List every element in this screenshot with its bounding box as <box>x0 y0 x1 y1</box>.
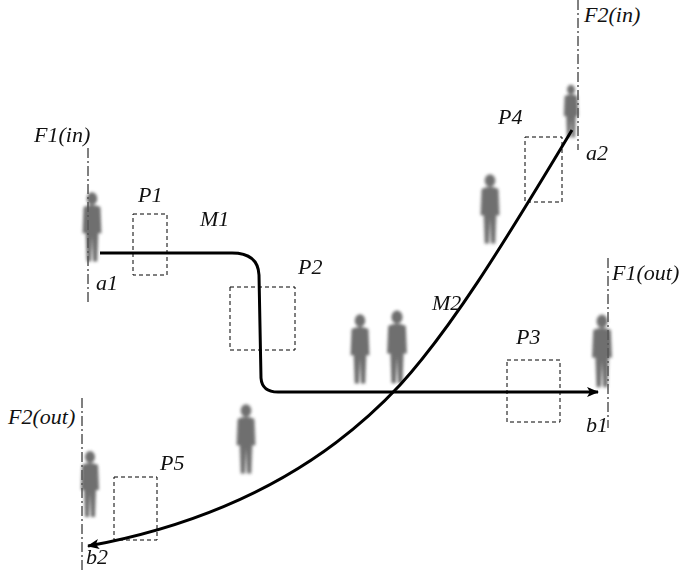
frame-label: F1(out) <box>612 262 679 284</box>
frame-label: F2(out) <box>8 406 75 428</box>
patch-box <box>525 137 562 202</box>
trajectory-label: M2 <box>432 292 461 314</box>
patch-label: P5 <box>160 452 184 474</box>
pedestrian <box>237 404 256 473</box>
point-label: b2 <box>86 546 108 568</box>
pedestrian <box>387 311 407 384</box>
pedestrian <box>351 314 370 383</box>
pedestrian <box>481 174 500 243</box>
point-label: a2 <box>586 142 608 164</box>
point-label: b1 <box>586 414 608 436</box>
patch-box <box>230 287 295 350</box>
frame-label: F1(in) <box>34 124 90 146</box>
point-label: a1 <box>96 272 118 294</box>
trajectory <box>100 253 598 392</box>
patch-label: P2 <box>298 256 322 278</box>
patch-label: P1 <box>138 184 162 206</box>
pedestrian <box>83 192 102 261</box>
patch-label: P3 <box>516 326 540 348</box>
trajectory <box>88 130 572 546</box>
frame-label: F2(in) <box>584 4 640 26</box>
patch-label: P4 <box>498 106 522 128</box>
pedestrian <box>81 451 99 517</box>
trajectory-label: M1 <box>200 208 229 230</box>
patch-box <box>133 214 167 275</box>
pedestrian <box>592 315 612 388</box>
frame-line <box>578 0 579 150</box>
